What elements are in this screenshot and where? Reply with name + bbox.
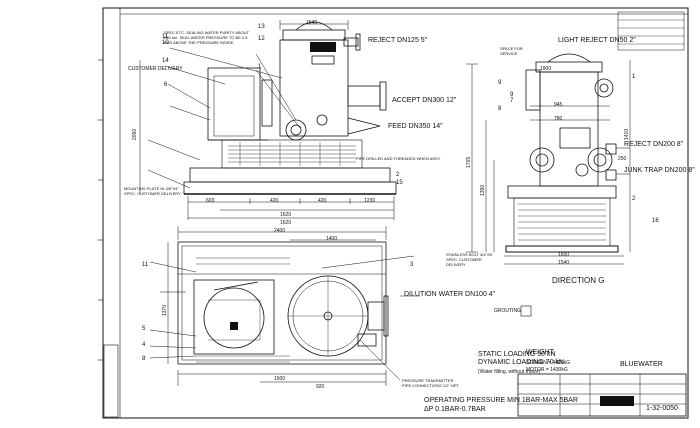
balloon: 8 <box>142 356 146 362</box>
drawing-number: 1-32-0050 <box>646 405 678 412</box>
dimension: 2050 <box>132 128 138 140</box>
dimension: 250 <box>618 156 627 162</box>
space-for-service-note: SPACE FOR SERVICE <box>500 46 523 56</box>
company-name: BLUEWATER <box>620 361 663 368</box>
balloon: 7 <box>510 98 514 104</box>
dynamic-loading: DYNAMIC LOADING 70 kN <box>478 359 564 366</box>
dimension: 1230 <box>364 198 376 204</box>
balloon: 4 <box>142 342 146 348</box>
feed-label: FEED DN350 14" <box>388 123 443 130</box>
dilution-water-label: DILUTION WATER DN100 4" <box>404 291 496 298</box>
balloon: 8 <box>498 106 502 112</box>
water-filling-note: (Water filling, without motor) <box>478 369 541 375</box>
dimension: 1370 <box>162 304 168 316</box>
dimension: 1390 <box>480 184 486 196</box>
dimension: 920 <box>316 384 325 390</box>
top-note: SPEC ETC. SEALING WATER PURITY ABOUT 250… <box>164 30 249 45</box>
motor-mass: MOTOR = 1430kG <box>526 367 568 373</box>
balloon: 11 <box>142 262 149 268</box>
balloon: 16 <box>652 218 659 224</box>
balloon: 13 <box>258 24 265 30</box>
balloon: 2 <box>396 172 400 178</box>
dimension: 2400 <box>274 228 286 234</box>
dimension: 1620 <box>280 212 292 218</box>
dimension: 1620 <box>280 220 292 226</box>
dimension: 780 <box>554 116 563 122</box>
pipe-drilled-note: PIPE DRILLED AND THREADED WHEN ASSY <box>356 156 441 161</box>
junk-trap-label: JUNK TRAP DN200 8" <box>624 167 695 174</box>
balloon: 9 <box>498 80 502 86</box>
dimension: 420 <box>270 198 279 204</box>
grouting-label: GROUTING <box>494 308 521 314</box>
pressure-transmitter-note: PRESSURE TRANSMITTER PIPE CONNECTIONS 1/… <box>402 378 459 388</box>
static-loading: STATIC LOADING 50 kN <box>478 351 556 358</box>
screen-mass: SCREEN = 4400kG <box>526 360 571 366</box>
delta-p: ΔP 0.1BAR-0.7BAR <box>424 406 486 413</box>
customer-delivery-label: CUSTOMER DELIVERY <box>128 66 183 72</box>
dimension: 603 <box>206 198 215 204</box>
direction-label: DIRECTION G <box>552 276 605 285</box>
balloon: 3 <box>410 262 414 268</box>
dimension: 420 <box>318 198 327 204</box>
balloon: 11 <box>162 34 169 40</box>
balloon: 15 <box>396 180 403 186</box>
balloon: 10 <box>162 40 169 46</box>
light-reject-label: LIGHT REJECT DN50 2" <box>558 37 636 44</box>
dimension: 1500 <box>274 376 286 382</box>
dimension: 945 <box>554 102 563 108</box>
operating-pressure: OPERATING PRESSURE MIN 1BAR-MAX 5BAR <box>424 397 578 404</box>
balloon: 14 <box>162 58 169 64</box>
dimension: 1900 <box>540 66 552 72</box>
stainless-bolt-note: STAINLESS BOLT 3/4"X6" SPEC. CUSTOMER DE… <box>446 252 494 267</box>
balloon: 6 <box>164 82 168 88</box>
balloon: 2 <box>632 196 636 202</box>
balloon: 12 <box>258 36 265 42</box>
dimension: 1400 <box>326 236 338 242</box>
reject-side-label: REJECT DN200 8" <box>624 141 684 148</box>
reject-top-label: REJECT DN125 5" <box>368 37 428 44</box>
balloon: 5 <box>142 326 146 332</box>
mounting-plate-note: MOUNTING PLATE IN 3/8"X4" SPEC. CUSTOMER… <box>124 186 181 196</box>
balloon: 1 <box>258 64 262 70</box>
dimension: 1410 <box>624 128 630 140</box>
dimension: 1540 <box>306 20 318 26</box>
balloon: 9 <box>510 92 514 98</box>
dimension: 1765 <box>466 156 472 168</box>
balloon: 1 <box>632 74 636 80</box>
accept-label: ACCEPT DN300 12" <box>392 97 457 104</box>
dimension: 1540 <box>558 260 570 266</box>
dimension: 1600 <box>558 252 570 258</box>
weight-heading: WEIGHT <box>526 349 554 356</box>
